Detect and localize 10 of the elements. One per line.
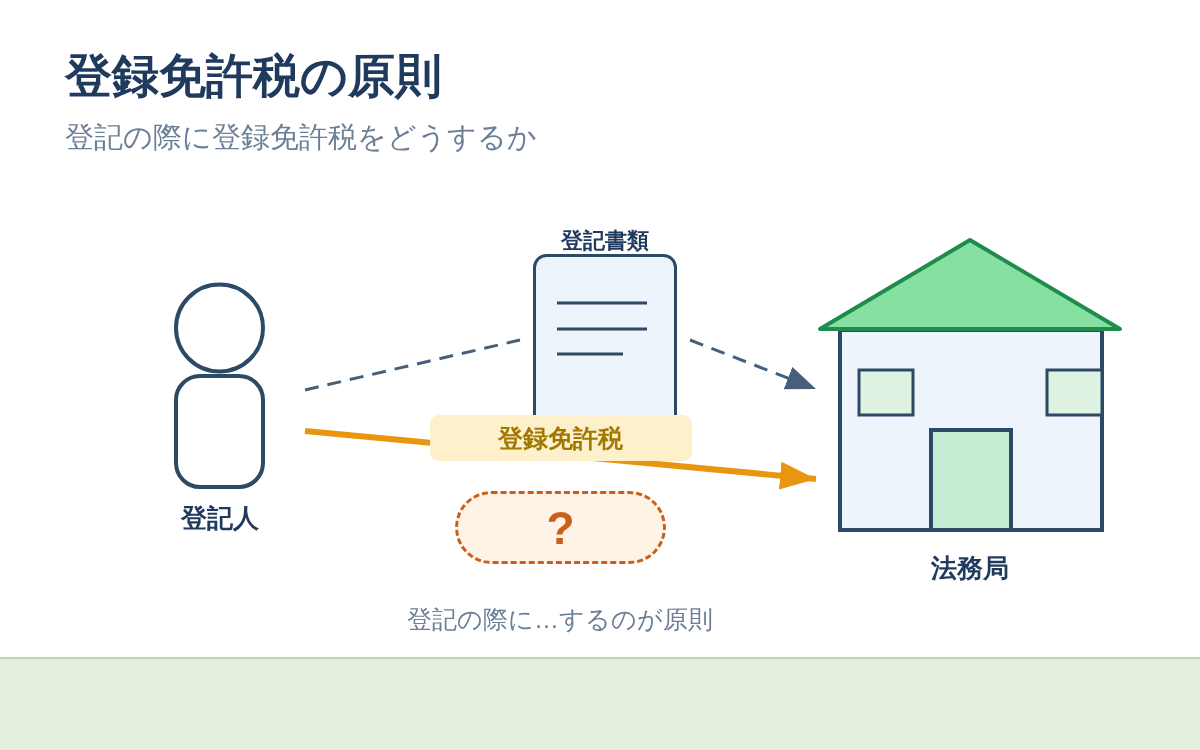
node-label: 登記人	[179, 502, 260, 535]
dashed-arrow	[689, 338, 817, 391]
node-label: 法務局	[930, 552, 1010, 585]
note-text: 登記の際に…するのが原則	[406, 604, 714, 635]
node-label: 登記書類	[560, 227, 650, 255]
subtitle: 登記の際に登録免許税をどうするか	[65, 120, 537, 155]
dashed-line	[304, 338, 521, 392]
edge-label: 登録免許税	[429, 415, 692, 461]
question-box: ?	[455, 491, 666, 564]
title: 登録免許税の原則	[65, 48, 442, 104]
